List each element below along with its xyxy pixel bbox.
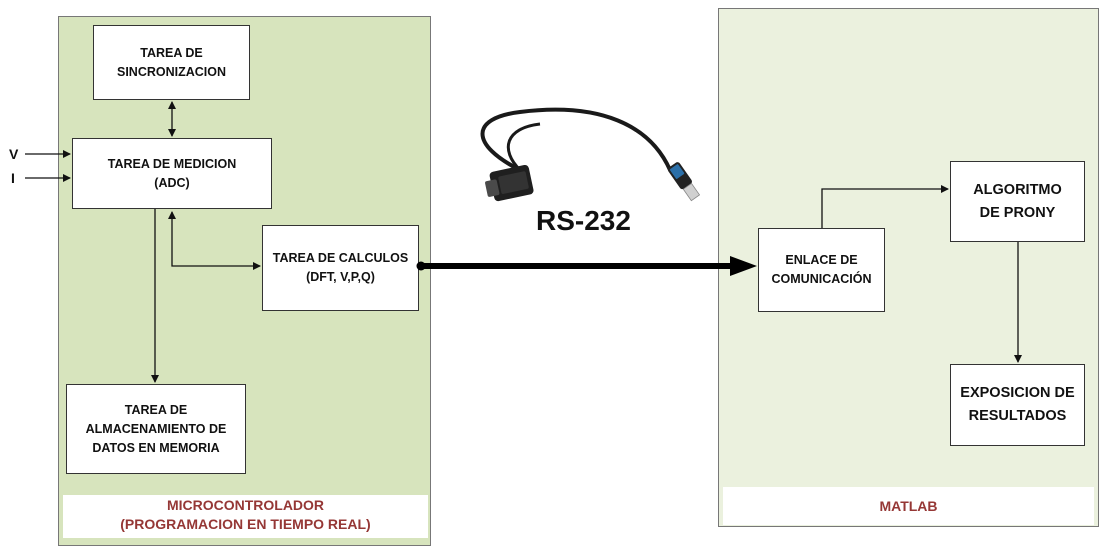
measure-task-label: TAREA DE MEDICION (ADC): [107, 156, 237, 190]
sync-task-label: TAREA DE SINCRONIZACION: [116, 45, 227, 79]
comm-prony-arrow: [821, 185, 949, 228]
rs232-label: RS-232: [536, 205, 631, 236]
comm-link-label: ENLACE DE COMUNICACIÓN: [771, 253, 872, 286]
comm-link-box: ENLACE DE COMUNICACIÓN: [758, 228, 885, 312]
measure-task-box: TAREA DE MEDICION (ADC): [72, 138, 272, 209]
rs232-link-start-dot: [416, 261, 426, 271]
input-v-label: V: [9, 146, 19, 162]
calc-task-box: TAREA DE CALCULOS (DFT, V,P,Q): [262, 225, 419, 311]
results-label: EXPOSICION DE RESULTADOS: [960, 385, 1075, 424]
matlab-caption: MATLAB: [723, 487, 1094, 525]
usb-serial-cable-icon: [480, 107, 701, 202]
results-box: EXPOSICION DE RESULTADOS: [950, 364, 1085, 446]
measure-calc-arrow: [168, 211, 261, 270]
prony-algorithm-box: ALGORITMO DE PRONY: [950, 161, 1085, 242]
microcontroller-caption: MICROCONTROLADOR (PROGRAMACION EN TIEMPO…: [63, 495, 428, 538]
prony-algorithm-label: ALGORITMO DE PRONY: [973, 181, 1062, 221]
storage-task-box: TAREA DE ALMACENAMIENTO DE DATOS EN MEMO…: [66, 384, 246, 474]
rs232-link-arrowhead: [730, 256, 757, 276]
sync-task-box: TAREA DE SINCRONIZACION: [93, 25, 250, 100]
input-i-label: I: [11, 170, 15, 186]
storage-task-label: TAREA DE ALMACENAMIENTO DE DATOS EN MEMO…: [85, 402, 227, 455]
calc-task-label: TAREA DE CALCULOS (DFT, V,P,Q): [272, 251, 409, 284]
